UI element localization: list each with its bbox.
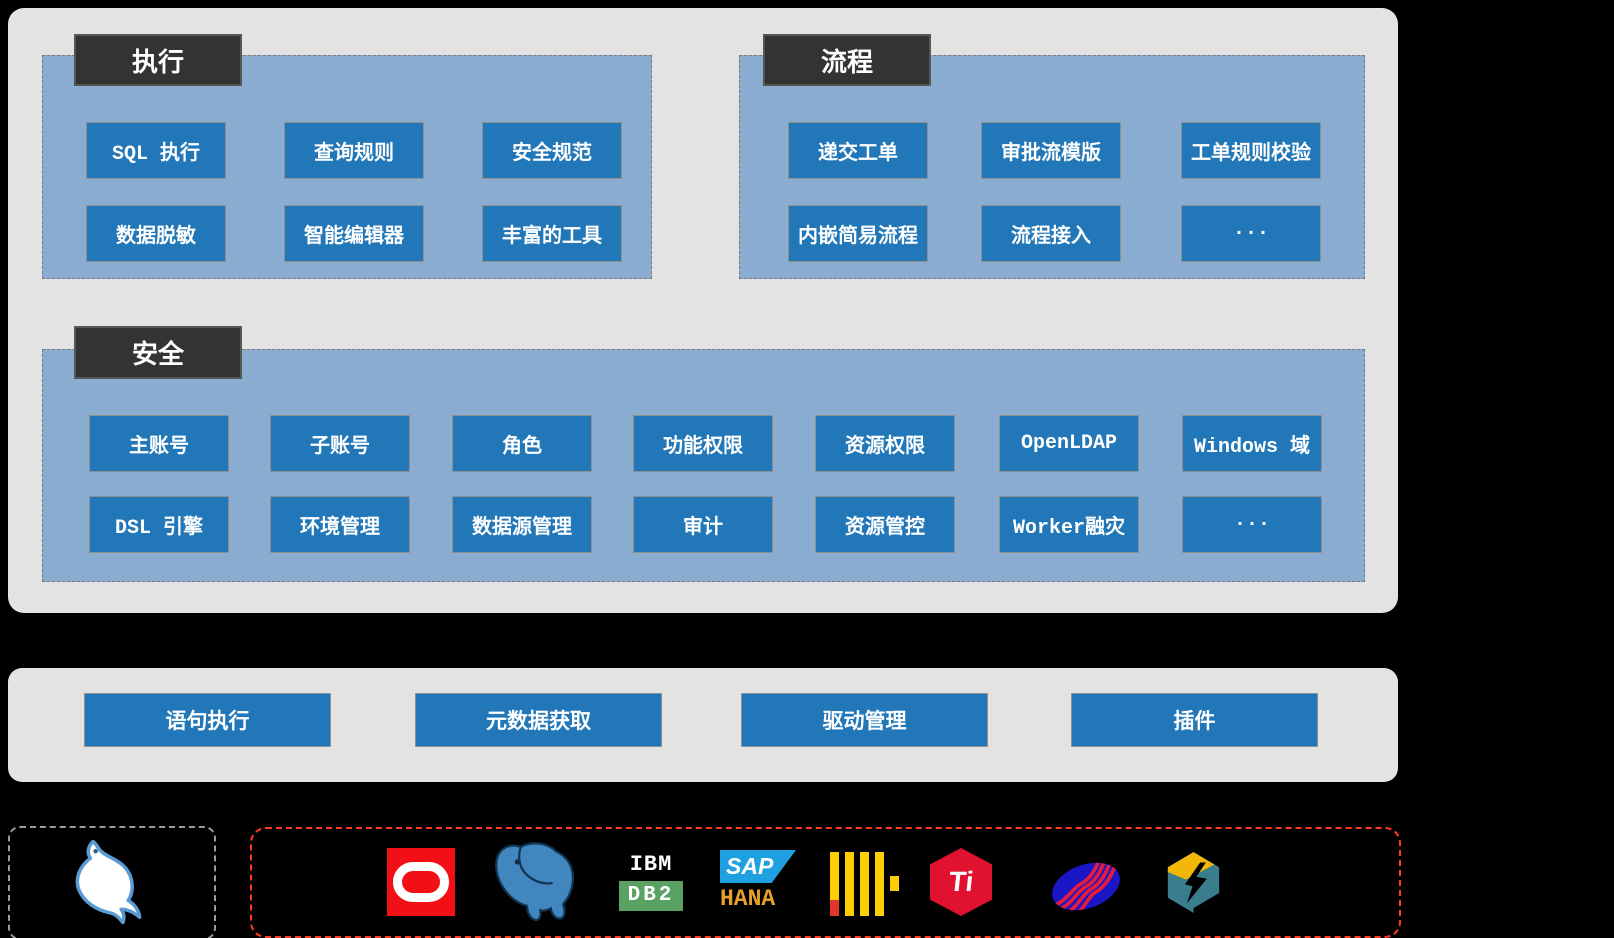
section-header-security: 安全: [74, 326, 242, 379]
oracle-ring: [393, 862, 449, 902]
feature-button: 安全规范: [482, 122, 622, 179]
feature-button: 工单规则校验: [1181, 122, 1321, 179]
feature-button: OpenLDAP: [999, 415, 1139, 472]
clickhouse-bar: [830, 852, 839, 916]
sap-hana-logo: SAP HANA: [720, 850, 796, 913]
service-button: 驱动管理: [741, 693, 988, 747]
feature-button: 审计: [633, 496, 773, 553]
clickhouse-bar: [845, 852, 854, 916]
section-title: 安全: [131, 341, 184, 371]
sap-text: SAP: [720, 850, 796, 883]
feature-button: 递交工单: [788, 122, 928, 179]
service-button: 元数据获取: [415, 693, 662, 747]
supported-databases-box: IBM DB2 SAP HANA Ti: [250, 827, 1401, 938]
section-title: 执行: [131, 48, 184, 79]
feature-button: 丰富的工具: [482, 205, 622, 262]
feature-button: 流程接入: [981, 205, 1121, 262]
feature-button: 智能编辑器: [284, 205, 424, 262]
feature-button: 环境管理: [270, 496, 410, 553]
feature-button: DSL 引擎: [89, 496, 229, 553]
feature-button: SQL 执行: [86, 122, 226, 179]
hana-text: HANA: [720, 886, 776, 912]
top-layer-container: 执行 SQL 执行 查询规则 安全规范 数据脱敏 智能编辑器 丰富的工具 流程 …: [8, 8, 1398, 613]
clickhouse-red-accent: [830, 900, 839, 916]
execution-panel: SQL 执行 查询规则 安全规范 数据脱敏 智能编辑器 丰富的工具: [42, 55, 652, 279]
security-panel: 主账号 子账号 角色 功能权限 资源权限 OpenLDAP Windows 域 …: [42, 349, 1365, 582]
feature-button: 角色: [452, 415, 592, 472]
feature-button: ···: [1182, 496, 1322, 553]
feature-button: 功能权限: [633, 415, 773, 472]
feature-button: 资源管控: [815, 496, 955, 553]
feature-button: 数据源管理: [452, 496, 592, 553]
section-header-execution: 执行: [74, 34, 242, 86]
clickhouse-bar: [890, 876, 899, 891]
ibm-text: IBM: [619, 851, 683, 879]
section-title: 流程: [820, 48, 873, 79]
postgresql-elephant-logo: [495, 842, 575, 922]
feature-button: Worker融灾: [999, 496, 1139, 553]
oracle-logo: [387, 848, 455, 916]
feature-button: 主账号: [89, 415, 229, 472]
clickhouse-logo: [830, 852, 900, 916]
feature-button: ···: [1181, 205, 1321, 262]
clickhouse-bar: [875, 852, 884, 916]
feature-button: 审批流模版: [981, 122, 1121, 179]
blue-red-swirl-db-logo: [1052, 855, 1120, 918]
tidb-logo: Ti: [930, 848, 992, 916]
mysql-dolphin-logo: [75, 839, 142, 925]
clickhouse-bar: [860, 852, 869, 916]
process-panel: 递交工单 审批流模版 工单规则校验 内嵌简易流程 流程接入 ···: [739, 55, 1365, 279]
feature-button: 内嵌简易流程: [788, 205, 928, 262]
db2-text: DB2: [619, 881, 683, 911]
mysql-compat-box: [8, 826, 216, 938]
feature-button: 资源权限: [815, 415, 955, 472]
feature-button: Windows 域: [1182, 415, 1322, 472]
feature-button: 数据脱敏: [86, 205, 226, 262]
feature-button: 查询规则: [284, 122, 424, 179]
feature-button: 子账号: [270, 415, 410, 472]
tidb-text: Ti: [947, 866, 975, 897]
teal-hexagon-bolt-db-logo: [1167, 852, 1220, 913]
section-header-process: 流程: [763, 34, 931, 86]
ibm-db2-logo: IBM DB2: [619, 851, 683, 911]
service-layer-bar: 语句执行 元数据获取 驱动管理 插件: [8, 668, 1398, 782]
service-button: 语句执行: [84, 693, 331, 747]
service-button: 插件: [1071, 693, 1318, 747]
